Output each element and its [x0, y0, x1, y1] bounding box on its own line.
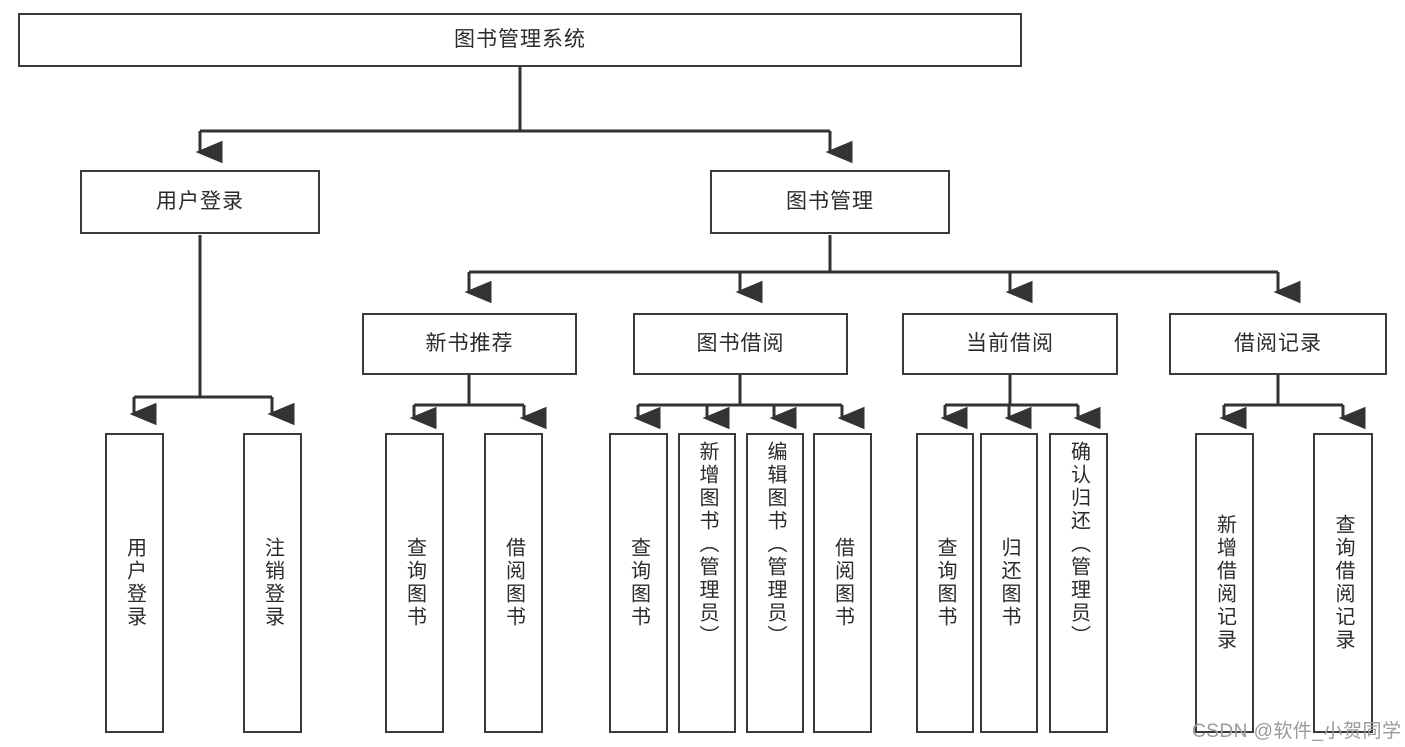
node-label: 借阅图书 — [831, 537, 854, 629]
node-user-login[interactable]: 用户登录 — [80, 170, 320, 234]
node-label: 当前借阅 — [966, 331, 1054, 355]
node-label: 查询图书 — [403, 537, 426, 629]
node-root-book-management-system[interactable]: 图书管理系统 — [18, 13, 1022, 67]
node-label: 图书管理 — [786, 189, 874, 213]
node-label: 注销登录 — [261, 537, 284, 629]
node-label: 图书借阅 — [696, 331, 785, 355]
leaf-book-borrow-query-book[interactable]: 查询图书 — [609, 433, 668, 733]
node-label: 借阅图书 — [502, 537, 525, 629]
leaf-current-borrow-query-book[interactable]: 查询图书 — [916, 433, 974, 733]
node-book-management[interactable]: 图书管理 — [710, 170, 950, 234]
node-current-borrow[interactable]: 当前借阅 — [902, 313, 1118, 375]
node-label: 新增图书（管理员） — [696, 441, 718, 648]
node-label: 编辑图书（管理员） — [764, 441, 786, 648]
node-label: 图书管理系统 — [454, 27, 586, 51]
node-label: 查询借阅记录 — [1332, 514, 1354, 652]
leaf-new-book-borrow-book[interactable]: 借阅图书 — [484, 433, 543, 733]
node-label: 用户登录 — [123, 537, 146, 629]
node-new-book-recommend[interactable]: 新书推荐 — [362, 313, 577, 375]
leaf-user-login-login[interactable]: 用户登录 — [105, 433, 164, 733]
node-borrow-record[interactable]: 借阅记录 — [1169, 313, 1387, 375]
node-book-borrow[interactable]: 图书借阅 — [633, 313, 848, 375]
leaf-book-borrow-borrow-book[interactable]: 借阅图书 — [813, 433, 872, 733]
leaf-user-login-logout[interactable]: 注销登录 — [243, 433, 302, 733]
node-label: 用户登录 — [156, 189, 244, 213]
leaf-new-book-query-book[interactable]: 查询图书 — [385, 433, 444, 733]
leaf-book-borrow-add-book-admin[interactable]: 新增图书（管理员） — [678, 433, 736, 733]
leaf-book-borrow-edit-book-admin[interactable]: 编辑图书（管理员） — [746, 433, 804, 733]
node-label: 查询图书 — [934, 537, 956, 629]
leaf-current-borrow-confirm-return-admin[interactable]: 确认归还（管理员） — [1049, 433, 1108, 733]
leaf-borrow-record-add-record[interactable]: 新增借阅记录 — [1195, 433, 1254, 733]
node-label: 新增借阅记录 — [1213, 514, 1236, 652]
node-label: 借阅记录 — [1234, 331, 1322, 355]
node-label: 归还图书 — [998, 537, 1020, 629]
leaf-current-borrow-return-book[interactable]: 归还图书 — [980, 433, 1038, 733]
node-label: 查询图书 — [627, 537, 650, 629]
node-label: 确认归还（管理员） — [1067, 441, 1090, 648]
node-label: 新书推荐 — [425, 331, 514, 355]
leaf-borrow-record-query-record[interactable]: 查询借阅记录 — [1313, 433, 1373, 733]
